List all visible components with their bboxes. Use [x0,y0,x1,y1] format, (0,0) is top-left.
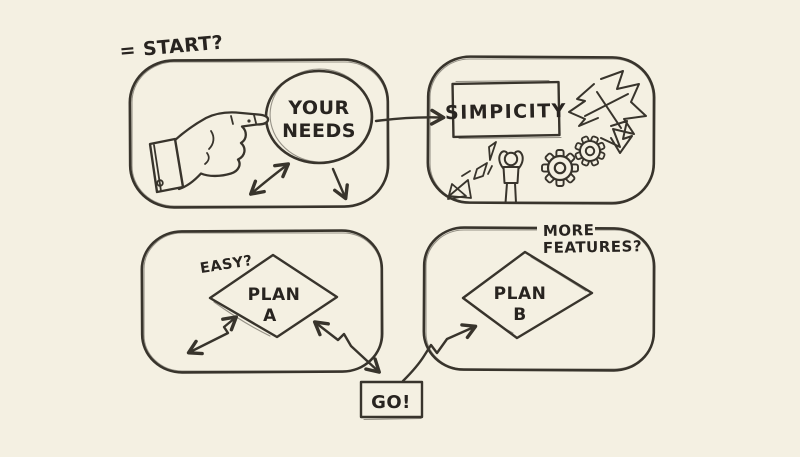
spread-arrows-icon [248,162,291,196]
more-features-label-line2: FEATURES? [543,237,642,257]
more-features-label-line1: MORE [543,221,595,240]
panel-simplicity [426,55,656,205]
pointing-hand-icon [148,111,270,194]
your-needs-label-line1: YOUR [287,97,349,119]
your-needs-label-line2: NEEDS [282,120,356,142]
your-needs-node: YOUR NEEDS [264,68,374,165]
go-plan-b-arrow-icon [401,323,478,383]
plan-a-node: PLAN A [208,253,339,339]
down-arrow-icon [331,167,349,201]
more-features-label: MORE FEATURES? [537,221,642,257]
needs-to-simplicity-arrow-icon [374,108,446,126]
scribble-arrows-icon [568,70,647,154]
go-node: GO! [359,380,424,421]
plan-b-label-line1: PLAN [494,284,547,304]
plan-b-label-line2: B [513,305,526,325]
plan-a-reject-arrow-icon [186,315,239,356]
gears-icon [541,135,606,187]
panel-your-needs [128,58,390,209]
panel-plan-a [140,229,384,374]
frustrated-person-icon [498,150,524,204]
plan-a-label-line2: A [263,306,277,326]
simplicity-node: SIMPICITY [445,79,567,140]
plan-a-label-line1: PLAN [248,285,301,305]
broken-shards-icon [447,141,497,200]
plan-a-go-arrow-icon [312,320,381,374]
simplicity-label: SIMPICITY [445,100,567,124]
plan-b-node: PLAN B [461,250,594,340]
go-label: GO! [371,392,411,413]
